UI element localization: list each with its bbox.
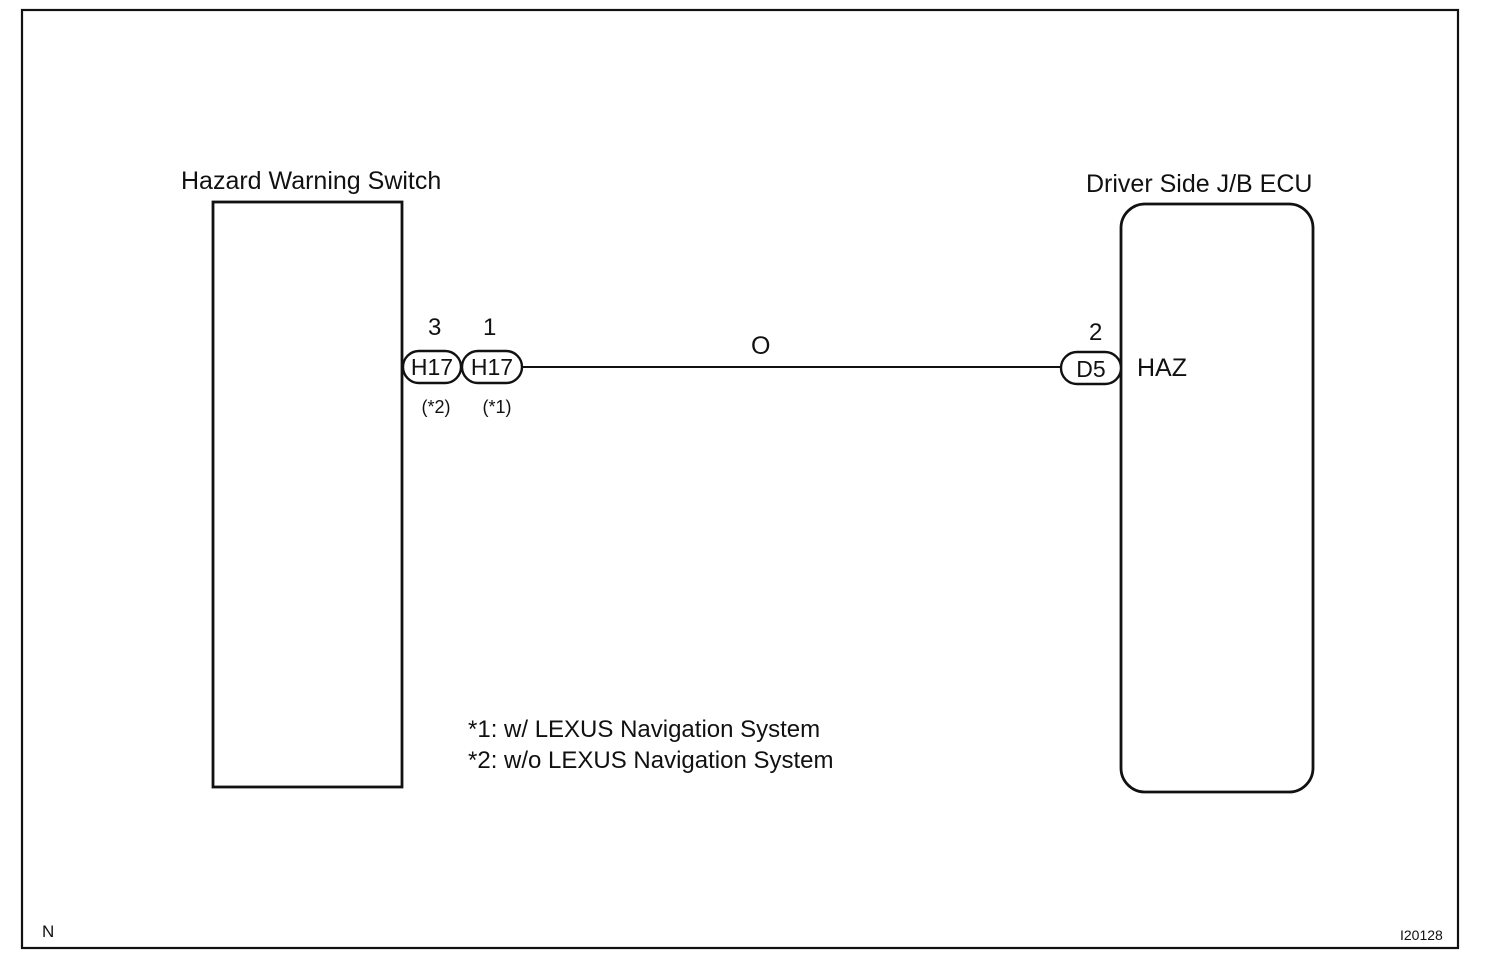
jb-ecu-box <box>1119 202 1315 794</box>
footnote-1: *1: w/ LEXUS Navigation System <box>468 716 820 743</box>
jb-ecu-label: Driver Side J/B ECU <box>1086 170 1312 198</box>
corner-mark: N <box>42 922 54 941</box>
wire-color-code: O <box>751 332 770 360</box>
footnote-2: *2: w/o LEXUS Navigation System <box>468 747 834 774</box>
hazard-switch-label: Hazard Warning Switch <box>181 167 441 195</box>
connector-h17-a-id: H17 <box>411 354 453 380</box>
connector-d5-id: D5 <box>1076 356 1105 382</box>
connector-h17-a-note: (*2) <box>421 397 450 417</box>
connector-h17-a-pin: 3 <box>428 314 441 341</box>
connector-d5 <box>1059 350 1123 386</box>
connector-h17-b-note: (*1) <box>482 397 511 417</box>
connector-d5-pin: 2 <box>1089 319 1102 346</box>
connector-h17-b-pin: 1 <box>483 314 496 341</box>
hazard-switch-box <box>211 200 404 789</box>
jb-ecu-terminal-label: HAZ <box>1137 354 1187 382</box>
connector-h17-b <box>460 349 524 385</box>
diagram-frame <box>20 8 1460 950</box>
figure-code: I20128 <box>1400 927 1443 943</box>
connector-h17-b-id: H17 <box>471 354 513 380</box>
